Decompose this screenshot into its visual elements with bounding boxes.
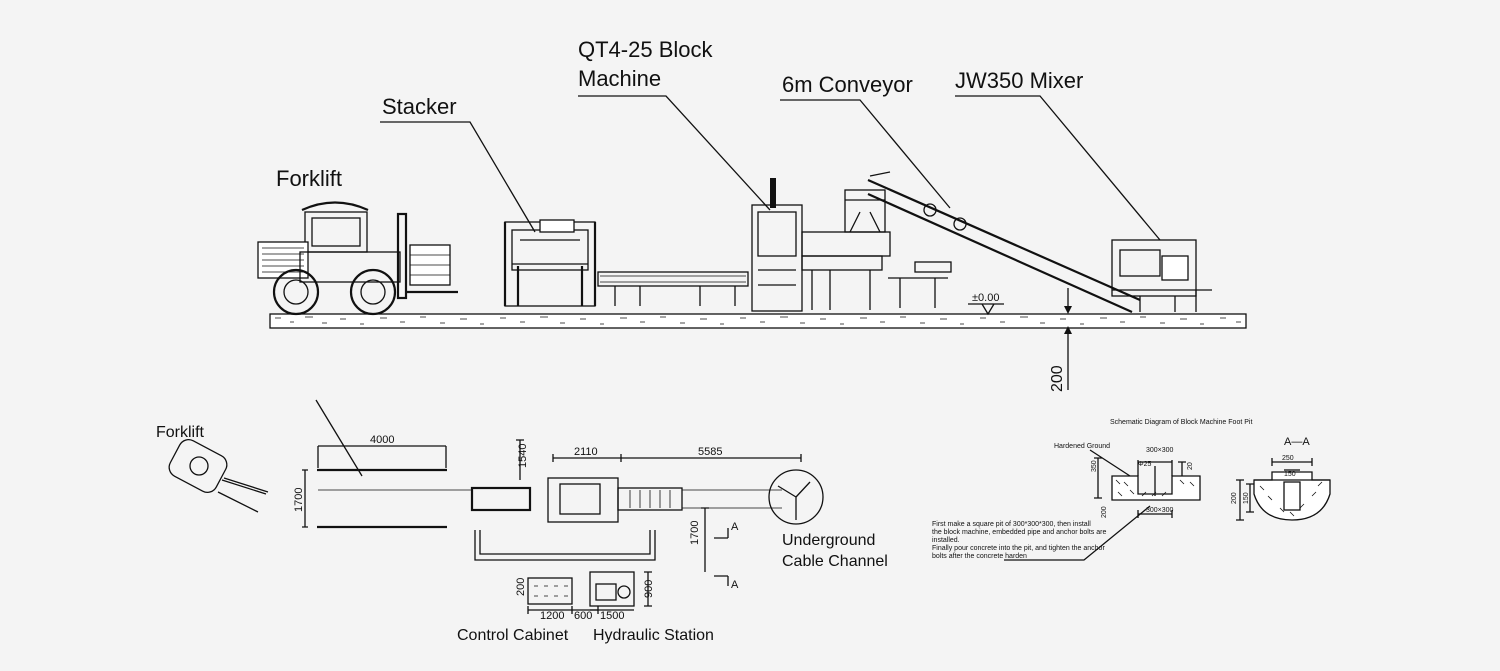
section-aa-drawing	[1236, 458, 1331, 521]
mixer-label: JW350 Mixer	[955, 68, 1083, 93]
hydraulic-station-label: Hydraulic Station	[593, 627, 714, 644]
level-mark: ±0.00	[968, 292, 1004, 316]
block-machine-plan-drawing	[470, 439, 802, 523]
dim-1700-right-text: 1700	[689, 521, 701, 545]
dim-1700-left-text: 1700	[293, 488, 305, 512]
note-line-3: installed.	[932, 537, 960, 544]
stacker-label: Stacker	[382, 94, 457, 119]
block-machine-label-line2: Machine	[578, 66, 661, 91]
block-machine-drawing	[751, 178, 891, 312]
section-mark-a-bottom: A	[731, 579, 739, 591]
block-machine-label-line1: QT4-25 Block	[578, 37, 713, 62]
dim-150-top-text: 150	[1284, 471, 1296, 478]
conveyor-drawing	[867, 171, 1141, 314]
note-line-4: Finally pour concrete into the pit, and …	[932, 545, 1105, 552]
foot-pit-section-title: A—A	[1284, 436, 1310, 448]
dim-20-text: 20	[1187, 462, 1194, 470]
note-line-1: First make a square pit of 300*300*300, …	[932, 521, 1091, 528]
ground-hatch	[275, 316, 1241, 325]
dim-phi25-text: Φ25	[1138, 461, 1151, 468]
control-cabinet-drawing	[527, 577, 599, 614]
dim-900-text: 900	[643, 580, 655, 598]
ground-slab	[269, 313, 1247, 329]
section-marks	[714, 528, 729, 586]
pit-depth-dimension: 200	[1049, 288, 1072, 392]
dim-1200-text: 1200	[540, 610, 564, 622]
hardened-ground-label: Hardened Ground	[1054, 443, 1110, 450]
dim-200-pit-text: 200	[1101, 506, 1108, 518]
stacking-area	[302, 399, 473, 529]
cable-channel	[474, 507, 709, 572]
section-mark-a-top: A	[731, 521, 739, 533]
note-leader	[1004, 505, 1151, 561]
dim-300x300-top-text: 300×300	[1146, 447, 1174, 454]
stacker-drawing	[503, 219, 597, 307]
hydraulic-station-drawing	[589, 571, 652, 611]
level-mark-text: ±0.00	[972, 292, 999, 304]
foot-pit-left-drawing	[1089, 449, 1201, 518]
plan-view: Forklift 4000 1700 1540 2110 5585	[156, 399, 888, 644]
note-line-5: bolts after the concrete harden	[932, 553, 1027, 560]
dim-300x300-bottom-text: 300×300	[1146, 507, 1174, 514]
dim-600-text: 600	[574, 610, 592, 622]
dim-200-cabinet-text: 200	[515, 578, 527, 596]
forklift-plan-drawing	[168, 439, 269, 513]
dim-1500-text: 1500	[600, 610, 624, 622]
forklift-drawing	[257, 201, 458, 316]
dim-1540-text: 1540	[517, 444, 529, 468]
conveyor-label: 6m Conveyor	[782, 72, 913, 97]
dim-4000-text: 4000	[370, 434, 394, 446]
dim-2110-text: 2110	[574, 446, 598, 458]
plan-forklift-label: Forklift	[156, 424, 205, 441]
control-cabinet-label: Control Cabinet	[457, 627, 569, 644]
dim-200-right-text: 200	[1231, 492, 1238, 504]
pallet-conveyor-drawing	[597, 271, 749, 306]
dim-150-right-text: 150	[1243, 492, 1250, 504]
elevation-leaders	[380, 95, 1161, 241]
foot-pit-title: Schematic Diagram of Block Machine Foot …	[1110, 419, 1252, 426]
dim-5585-text: 5585	[698, 446, 722, 458]
elevation-view: ±0.00 200 Forklift Stacker QT4-25 Block …	[257, 37, 1247, 392]
forklift-label: Forklift	[276, 166, 342, 191]
cable-channel-label-line1: Underground	[782, 532, 875, 549]
pit-depth-text: 200	[1049, 365, 1066, 392]
mixer-drawing	[1111, 239, 1212, 312]
foot-pit-schematic: Schematic Diagram of Block Machine Foot …	[932, 419, 1331, 561]
dim-250-text: 250	[1282, 455, 1294, 462]
note-line-2: the block machine, embedded pipe and anc…	[932, 529, 1106, 536]
mixer-plan-drawing	[768, 469, 824, 525]
cable-channel-label-line2: Cable Channel	[782, 553, 888, 570]
dim-350-text: 350	[1091, 460, 1098, 472]
